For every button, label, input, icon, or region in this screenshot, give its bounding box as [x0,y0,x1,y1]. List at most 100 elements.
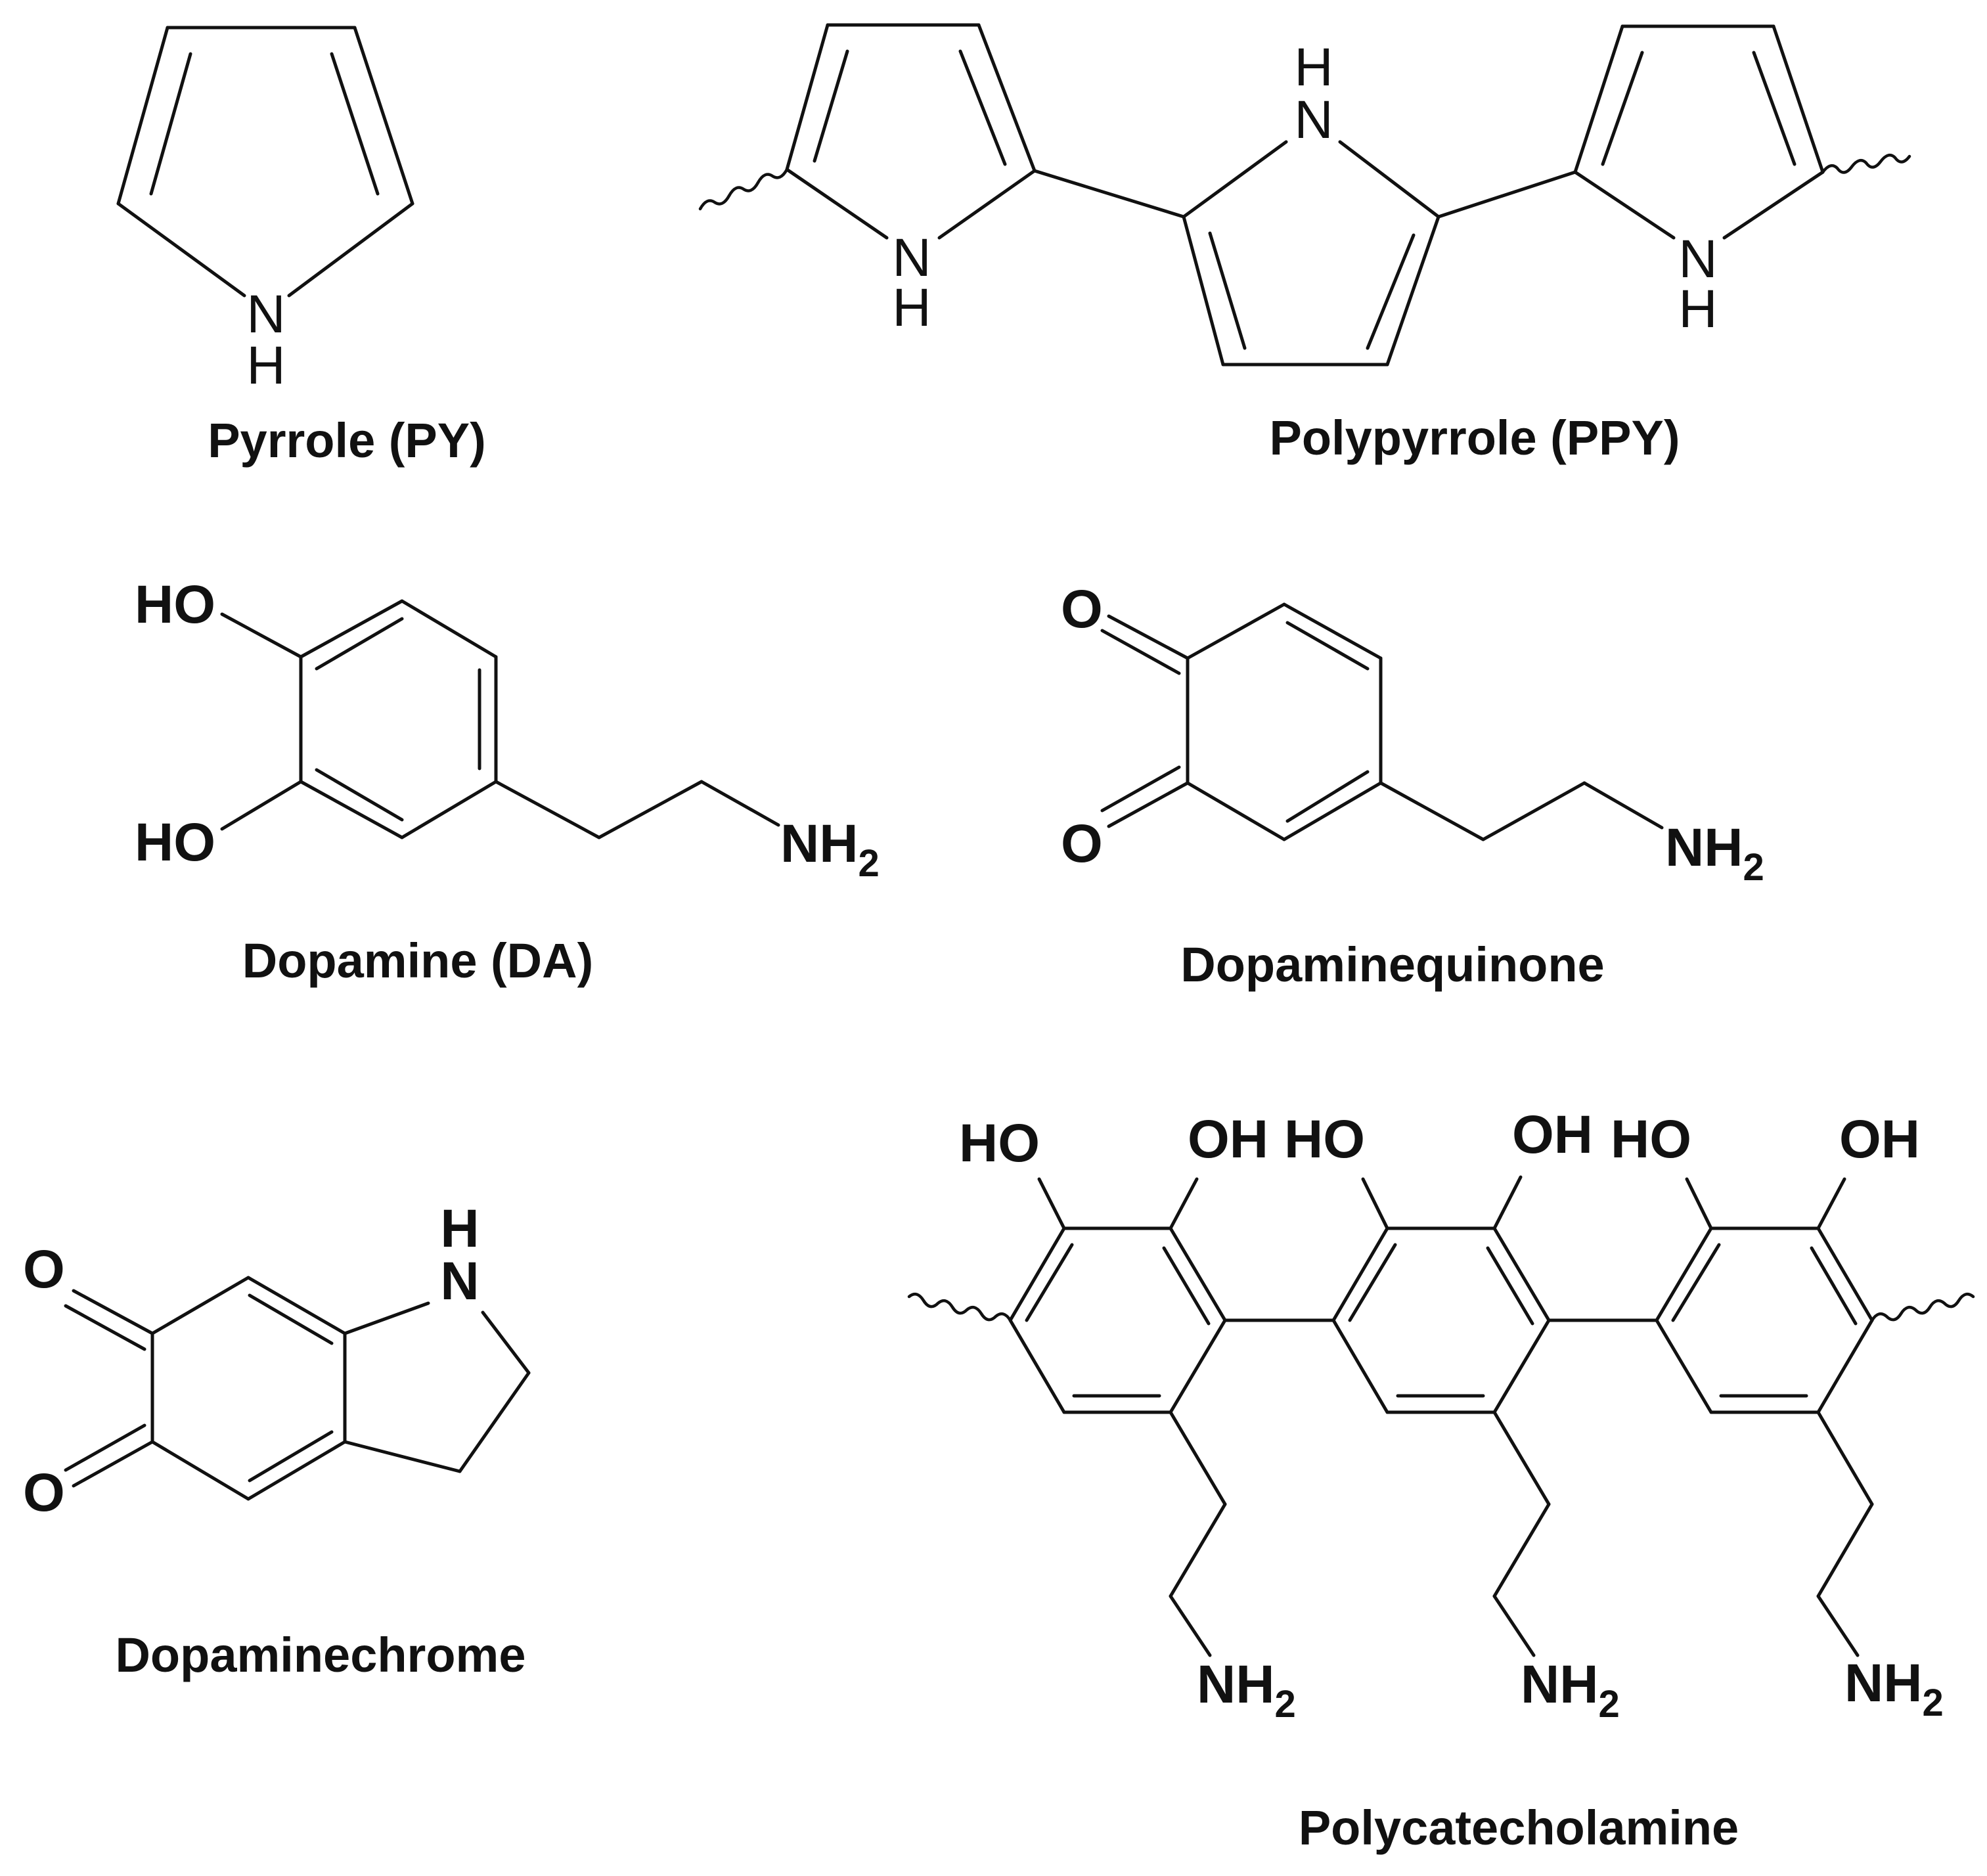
atom-oxygen: O [1061,814,1103,874]
pyrrole-structure: N H [116,26,414,395]
bond [1772,24,1825,174]
double-bond-inner [1025,1243,1074,1322]
dopaminequinone-caption: Dopaminequinone [1180,937,1604,992]
bond [597,780,703,839]
atom-hydroxyl: HO [135,575,215,635]
atom-oxygen: O [23,1240,65,1299]
dopaminequinone-structure: O O NH2 [1061,579,1764,889]
atom-hydroxyl: OH [1839,1109,1920,1169]
atom-amine: NH2 [1665,818,1764,889]
bond [785,168,889,240]
atom-nitrogen: N [892,228,931,288]
bond [977,23,1037,173]
double-bond-inner [1810,1246,1858,1326]
atom-hydroxyl: HO [1284,1109,1365,1169]
bond [150,1276,250,1335]
bond [1338,140,1440,219]
bond [1492,1594,1536,1657]
double-bond-inner [64,1304,146,1351]
bond [299,780,404,839]
bond [1481,781,1586,841]
bond [220,780,303,831]
bond [1331,1226,1389,1322]
bond [1816,1318,1874,1414]
bond [246,1440,347,1501]
atom-hydrogen: H [1294,37,1333,97]
double-bond-inner [315,768,404,822]
double-bond-inner [1100,765,1181,813]
bond [1685,1177,1713,1230]
atom-hydrogen: H [892,278,931,338]
bond [1361,1177,1389,1230]
double-bond-inner [315,617,404,671]
atom-nitrogen: N [1678,229,1717,289]
bond [220,612,303,659]
double-bond-inner [149,52,192,196]
bond [700,780,780,827]
bond [353,26,414,206]
chain-continuation [698,168,789,211]
bond [458,1371,531,1473]
atom-oxygen: O [1061,579,1103,639]
atom-nitrogen: N [1294,90,1333,150]
bond [1385,215,1440,367]
bond [1816,1410,1874,1506]
bond [1169,1502,1227,1598]
double-bond-inner [1285,621,1370,671]
bond [1186,602,1286,660]
bond [1169,1318,1227,1414]
bond [343,1301,430,1335]
chain-continuation [907,1292,1012,1322]
bond [400,780,498,839]
bond [1437,170,1577,219]
bond [1107,614,1190,660]
bond [1169,1594,1212,1657]
bond [1492,1226,1551,1322]
bond [246,1276,347,1335]
dopaminechrome-structure: O O H N [23,1199,531,1523]
atom-hydrogen: H [440,1199,479,1259]
bond [1182,140,1288,219]
bond [1582,781,1664,830]
atom-hydroxyl: OH [1512,1105,1593,1165]
bond [937,169,1037,240]
bond [1655,1226,1713,1322]
atom-amine: NH2 [780,814,880,885]
atom-oxygen: O [23,1463,65,1523]
bond [1492,1318,1551,1414]
double-bond-inner [1208,231,1247,350]
bond [1379,781,1485,841]
bond [1722,170,1825,240]
dopaminechrome-caption: Dopaminechrome [115,1628,525,1682]
double-bond-inner [1752,51,1797,166]
bond [1816,1226,1874,1322]
atom-hydroxyl: HO [135,813,215,872]
double-bond-inner [1162,1246,1211,1326]
bond [481,1310,531,1375]
bond [150,1440,250,1501]
bond [1816,1594,1860,1657]
chain-continuation [1870,1292,1975,1322]
bond [1573,24,1624,174]
polycatecholamine-caption: Polycatecholamine [1299,1800,1739,1855]
bond [1492,1502,1551,1598]
atom-amine: NH2 [1844,1653,1944,1724]
bond [1816,1502,1874,1598]
bond [1573,170,1676,240]
polypyrrole-caption: Polypyrrole (PPY) [1269,411,1680,465]
atom-hydroxyl: HO [959,1113,1040,1173]
pyrrole-caption: Pyrrole (PY) [208,413,486,468]
bond [116,26,169,206]
bond [1816,1177,1846,1230]
atom-nitrogen: N [440,1251,479,1311]
bond [1037,1177,1066,1230]
bond [1331,1318,1389,1414]
double-bond-inner [1366,233,1416,350]
bond [1033,169,1186,219]
double-bond-inner [1486,1246,1534,1326]
polycatecholamine-structure: HO OH NH2 HO OH NH2 [907,1105,1975,1726]
double-bond-inner [330,52,380,196]
atom-hydroxyl: OH [1188,1109,1268,1169]
atom-hydrogen: H [246,336,285,395]
